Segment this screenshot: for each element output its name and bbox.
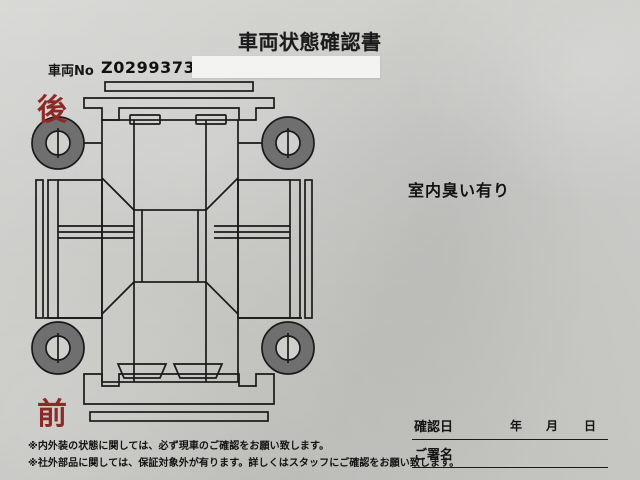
vehicle-number-value: Z0299373 <box>101 58 196 77</box>
footer-line-1: ※内外装の状態に関しては、必ず現車のご確認をお願い致します。 <box>28 441 330 452</box>
signature-label: ご署名 <box>414 448 454 463</box>
month-label: 月 <box>546 419 559 433</box>
front-direction-label: 前 <box>37 397 67 430</box>
redaction-overlay <box>192 56 380 78</box>
year-label: 年 <box>510 419 523 433</box>
signature-row[interactable]: ご署名 <box>412 440 608 468</box>
signature-block: 確認日 年 月 日 ご署名 <box>412 412 608 468</box>
confirmation-date-row[interactable]: 確認日 年 月 日 <box>412 412 608 440</box>
vehicle-number-label: 車両No <box>48 64 94 79</box>
condition-note-interior-odor: 室内臭い有り <box>408 181 511 200</box>
day-label: 日 <box>584 419 597 433</box>
footer-disclaimers: ※内外装の状態に関しては、必ず現車のご確認をお願い致します。 ※社外部品に関して… <box>28 438 460 472</box>
footer-line-2: ※社外部品に関しては、保証対象外が有ります。詳しくはスタッフにご確認をお願い致し… <box>28 458 460 469</box>
document-title: 車両状態確認書 <box>238 30 382 54</box>
rear-direction-label: 後 <box>37 93 68 128</box>
confirmation-date-label: 確認日 <box>414 420 454 435</box>
vehicle-top-view-diagram: 後 前 <box>18 78 330 430</box>
